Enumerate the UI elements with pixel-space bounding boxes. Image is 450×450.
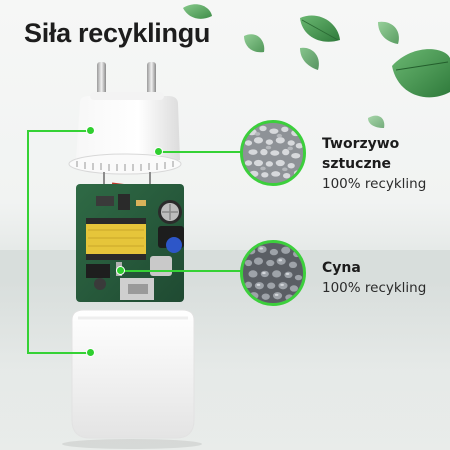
connector-dot xyxy=(86,348,95,357)
capacitor-blue xyxy=(166,237,182,253)
material-name: Cyna xyxy=(322,260,361,276)
material-percent: 100% recykling xyxy=(322,280,427,296)
charger-bottom-housing xyxy=(71,309,195,439)
leaf-icon xyxy=(300,47,319,70)
charger-top-cap xyxy=(76,96,180,160)
leaf-icon xyxy=(378,21,399,44)
connector-line xyxy=(158,151,244,153)
connector-dot xyxy=(86,126,95,135)
leaf-icon xyxy=(368,115,385,128)
material-percent: 100% recykling xyxy=(322,176,427,192)
plastic-granules-icon xyxy=(240,120,306,186)
headline: Siła recyklingu xyxy=(24,18,211,48)
connector-line xyxy=(27,352,90,354)
leaf-icon xyxy=(244,34,265,53)
connector-dot xyxy=(116,266,125,275)
material-name: sztuczne xyxy=(322,156,392,172)
leaf-icon xyxy=(392,49,450,98)
connector-line xyxy=(120,270,244,272)
leaf-icon xyxy=(300,15,340,42)
material-name: Tworzywo xyxy=(322,136,400,152)
transformer xyxy=(86,222,146,256)
material-label-plastic: Tworzywo sztuczne 100% recykling xyxy=(322,134,426,194)
connector-line xyxy=(27,130,29,354)
leaves-decoration xyxy=(183,4,450,128)
connector-dot xyxy=(154,147,163,156)
leaf-icon xyxy=(183,4,212,19)
tin-granules-icon xyxy=(240,240,306,306)
connector-line xyxy=(27,130,90,132)
material-label-tin: Cyna 100% recykling xyxy=(322,258,426,298)
